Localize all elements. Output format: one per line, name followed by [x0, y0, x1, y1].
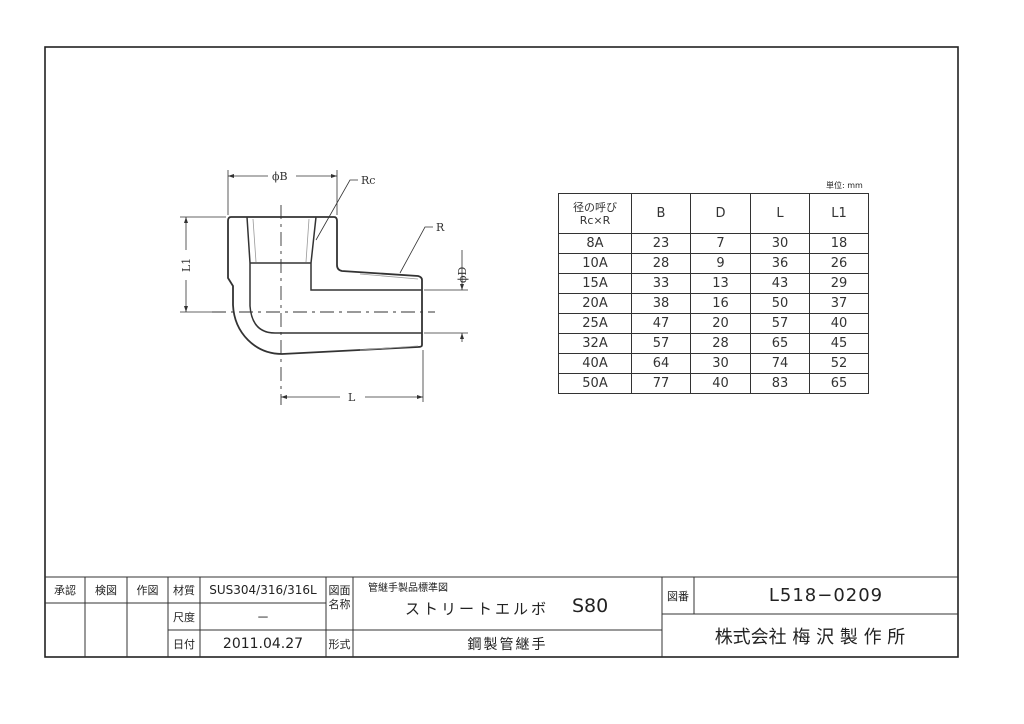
cell-b: 64: [631, 353, 691, 374]
cell-l1: 52: [809, 353, 869, 374]
cell-d: 28: [690, 333, 751, 354]
scale-value: －: [256, 611, 270, 626]
cell-d: 40: [690, 373, 751, 394]
drawing-series: 管継手製品標準図: [368, 583, 448, 594]
cell-l: 65: [750, 333, 810, 354]
cell-l: 36: [750, 253, 810, 274]
cell-b: 38: [631, 293, 691, 314]
cell-l: 43: [750, 273, 810, 294]
header-l1: L1: [809, 193, 869, 234]
scale-label: 尺度: [173, 610, 195, 624]
cell-size: 10A: [558, 253, 632, 274]
elbow-outline: [227, 216, 423, 355]
cell-size: 50A: [558, 373, 632, 394]
cell-l: 57: [750, 313, 810, 334]
cell-size: 32A: [558, 333, 632, 354]
company-name: 株式会社 梅 沢 製 作 所: [714, 626, 906, 648]
label-phi-d: ϕD: [456, 267, 469, 283]
cell-l1: 40: [809, 313, 869, 334]
dimension-b: [227, 170, 338, 215]
cell-l: 30: [750, 233, 810, 254]
r-leader: [399, 226, 433, 274]
cell-b: 23: [631, 233, 691, 254]
cell-size: 8A: [558, 233, 632, 254]
cell-size: 40A: [558, 353, 632, 374]
header-nominal-line1: 径の呼び: [573, 200, 617, 214]
elbow-drawing: [180, 170, 468, 405]
label-phi-b: ϕB: [272, 170, 288, 183]
header-nominal-line2: Rc×R: [579, 213, 611, 227]
cell-l1: 29: [809, 273, 869, 294]
dimension-l: [281, 350, 424, 402]
table-header-row: 径の呼び Rc×R B D L L1: [558, 193, 869, 234]
drawing-name-label-2: 名称: [328, 598, 351, 611]
cell-b: 47: [631, 313, 691, 334]
drawing-name-label-1: 図面: [328, 584, 351, 597]
material-value: SUS304/316/316L: [209, 583, 317, 597]
cell-l1: 45: [809, 333, 869, 354]
cell-b: 28: [631, 253, 691, 274]
cell-l: 50: [750, 293, 810, 314]
cell-d: 20: [690, 313, 751, 334]
header-nominal-size: 径の呼び Rc×R: [558, 193, 632, 234]
cell-d: 9: [690, 253, 751, 274]
cell-b: 77: [631, 373, 691, 394]
dimension-d: [424, 250, 468, 342]
material-label: 材質: [173, 584, 195, 597]
center-lines: [212, 205, 435, 405]
title-block-grid: [45, 576, 958, 657]
cell-d: 7: [690, 233, 751, 254]
header-d: D: [690, 193, 751, 234]
drawn-label: 作図: [136, 584, 159, 597]
number-label: 図番: [667, 589, 689, 603]
drawing-number: L518−0209: [768, 585, 884, 606]
cell-b: 33: [631, 273, 691, 294]
check-label: 検図: [95, 584, 117, 597]
dimension-l1: [180, 216, 226, 313]
cell-l: 83: [750, 373, 810, 394]
unit-label: 単位: mm: [826, 181, 863, 190]
cell-size: 20A: [558, 293, 632, 314]
cell-size: 15A: [558, 273, 632, 294]
cell-l1: 65: [809, 373, 869, 394]
cell-l1: 26: [809, 253, 869, 274]
cell-l1: 37: [809, 293, 869, 314]
label-rc: Rc: [361, 174, 375, 187]
header-b: B: [631, 193, 691, 234]
drawing-name: ストリートエルボ: [405, 600, 550, 618]
cell-b: 57: [631, 333, 691, 354]
cell-d: 30: [690, 353, 751, 374]
socket-bore: [246, 216, 422, 334]
label-l: L: [348, 391, 356, 404]
cell-d: 16: [690, 293, 751, 314]
date-label: 日付: [173, 637, 195, 651]
cell-size: 25A: [558, 313, 632, 334]
drawing-code: S80: [572, 595, 609, 617]
label-l1: L1: [180, 258, 193, 272]
cell-l: 74: [750, 353, 810, 374]
dimension-d-arrows: [460, 284, 464, 339]
label-r: R: [436, 221, 445, 234]
type-value: 鋼製管継手: [467, 636, 548, 653]
thread-lines: [252, 218, 419, 351]
header-l: L: [750, 193, 810, 234]
type-label: 形式: [328, 637, 351, 651]
cell-d: 13: [690, 273, 751, 294]
rc-leader: [315, 179, 358, 241]
approval-label: 承認: [54, 584, 76, 597]
cell-l1: 18: [809, 233, 869, 254]
sheet-frame: [44, 46, 959, 658]
date-value: 2011.04.27: [222, 635, 304, 652]
